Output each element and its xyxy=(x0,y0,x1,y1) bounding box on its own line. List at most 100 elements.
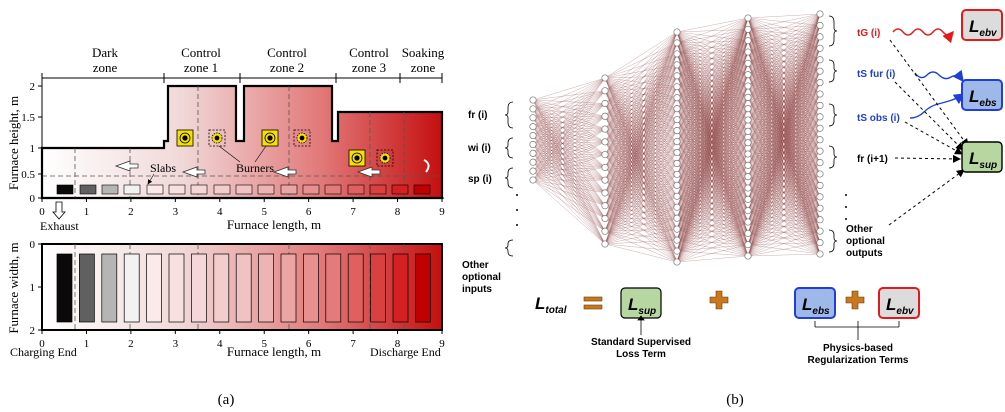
neuron-l2-20 xyxy=(673,247,681,255)
neuron-l2-5 xyxy=(673,83,681,91)
neuron-l2-3 xyxy=(673,61,681,69)
neuron-l0-8 xyxy=(529,167,537,175)
neuron-l1-2 xyxy=(601,99,609,108)
zone-c1-label-1: Control xyxy=(181,45,221,60)
top-xtick-1: 1 xyxy=(84,338,90,350)
slab-top-4 xyxy=(146,253,162,323)
neuron-l1-5 xyxy=(601,138,609,146)
neuron-l1-10 xyxy=(601,202,609,210)
loss-ebs-sub: ebs xyxy=(979,98,997,109)
loss-sup-L: L xyxy=(969,149,979,168)
label-supervised-2: Loss Term xyxy=(616,349,666,360)
top-y-axis-label: Furnace width, m xyxy=(6,242,21,333)
neuron-l1-12 xyxy=(601,227,609,235)
neuron-l4-17 xyxy=(816,204,824,212)
neuron-l4-9 xyxy=(816,113,824,121)
neuron-l0-9 xyxy=(529,176,537,184)
neuron-l3-21 xyxy=(744,252,752,260)
loss-ebs-L: L xyxy=(969,87,979,106)
neuron-l4-7 xyxy=(816,90,824,98)
neuron-l3-10 xyxy=(744,127,752,135)
zone-c2-label-2: zone 2 xyxy=(270,60,304,75)
side-axes xyxy=(38,82,444,200)
neuron-l0-3 xyxy=(529,123,537,131)
ellipsis-dot-3 xyxy=(845,194,847,196)
side-xtick-2: 2 xyxy=(128,206,134,218)
svg-text:Lebv: Lebv xyxy=(969,17,998,39)
top-xtick-7: 7 xyxy=(350,338,356,350)
neuron-l3-3 xyxy=(744,48,752,56)
neuron-l4-3 xyxy=(816,44,824,52)
input-other-1: Other xyxy=(462,260,489,271)
neuron-l4-0 xyxy=(816,10,824,18)
equals-sign xyxy=(583,296,603,310)
output-tG: tG (i) xyxy=(857,28,880,39)
neuron-l4-12 xyxy=(816,147,824,155)
loss-equation: Ltotal Lsup Lebs Lebv Standard Supervise… xyxy=(535,287,920,366)
top-xtick-0: 0 xyxy=(39,338,45,350)
neuron-l4-11 xyxy=(816,136,824,144)
top-xtick-2: 2 xyxy=(128,338,134,350)
neuron-l1-3 xyxy=(601,112,609,120)
output-fr-next: fr (i+1) xyxy=(857,154,888,165)
eq-ebv-sub: ebv xyxy=(896,306,915,317)
neuron-l3-0 xyxy=(744,14,752,22)
svg-text:Lsup: Lsup xyxy=(969,149,997,171)
neuron-l3-5 xyxy=(744,71,752,79)
neuron-l3-11 xyxy=(744,139,752,147)
neuron-l0-2 xyxy=(529,114,537,122)
eq-sup-L: L xyxy=(628,295,638,314)
ellipsis-dot-1 xyxy=(516,209,518,211)
neuron-l4-21 xyxy=(816,250,824,258)
panel-b: fr (i) wi (i) sp (i) Other optional inpu… xyxy=(462,9,1003,408)
eq-total-sub: total xyxy=(545,305,566,316)
input-wi: wi (i) xyxy=(467,143,491,154)
loss-box-ebv: Lebv xyxy=(961,9,1003,41)
ellipsis-dots xyxy=(516,194,847,226)
burners-label: Burners xyxy=(236,161,274,175)
slabs-label: Slabs xyxy=(150,161,176,175)
top-xtick-8: 8 xyxy=(395,338,401,350)
eq-ebs-L: L xyxy=(802,295,812,314)
side-ytick-1: 0.5 xyxy=(21,169,35,181)
side-x-axis-label: Furnace length, m xyxy=(227,217,321,232)
ellipsis-dot-4 xyxy=(845,206,847,208)
neuron-l3-6 xyxy=(744,82,752,90)
ellipsis-dot-0 xyxy=(516,194,518,196)
neuron-l3-20 xyxy=(744,241,752,249)
side-ytick-4: 2 xyxy=(30,81,36,93)
neuron-l3-19 xyxy=(744,229,752,237)
top-xtick-3: 3 xyxy=(173,338,179,350)
zone-soak-label-1: Soaking xyxy=(402,45,445,60)
loss-sup-sub: sup xyxy=(979,160,997,171)
side-ytick-0: 0 xyxy=(30,193,36,205)
top-ytick-2: 2 xyxy=(30,325,36,337)
output-other-3: outputs xyxy=(846,248,883,259)
neuron-l2-18 xyxy=(673,225,681,233)
ellipsis-dot-2 xyxy=(516,224,518,226)
slabs-top xyxy=(56,253,431,323)
side-xtick-1: 1 xyxy=(84,206,90,218)
neuron-l3-9 xyxy=(744,116,752,124)
side-y-axis-label: Furnace height, m xyxy=(6,96,21,190)
neuron-l4-8 xyxy=(816,101,824,109)
neuron-l4-13 xyxy=(816,159,824,167)
neuron-l0-5 xyxy=(529,140,537,148)
side-xtick-4: 4 xyxy=(217,206,223,218)
ellipsis-dot-5 xyxy=(845,218,847,220)
svg-text:Lebs: Lebs xyxy=(802,295,830,317)
loss-ebv-sub: ebv xyxy=(979,28,998,39)
zone-soak-label-2: zone xyxy=(411,60,436,75)
plus-sign-2 xyxy=(845,290,865,310)
neuron-l3-15 xyxy=(744,184,752,192)
side-xtick-8: 8 xyxy=(395,206,401,218)
neuron-l1-1 xyxy=(601,87,609,95)
network-nodes xyxy=(529,10,824,266)
slab-top-14 xyxy=(370,253,386,323)
neuron-l2-7 xyxy=(673,105,681,113)
neuron-l3-4 xyxy=(744,59,752,67)
neuron-l1-13 xyxy=(601,240,609,248)
neuron-l4-4 xyxy=(816,56,824,64)
neuron-l3-8 xyxy=(744,105,752,113)
